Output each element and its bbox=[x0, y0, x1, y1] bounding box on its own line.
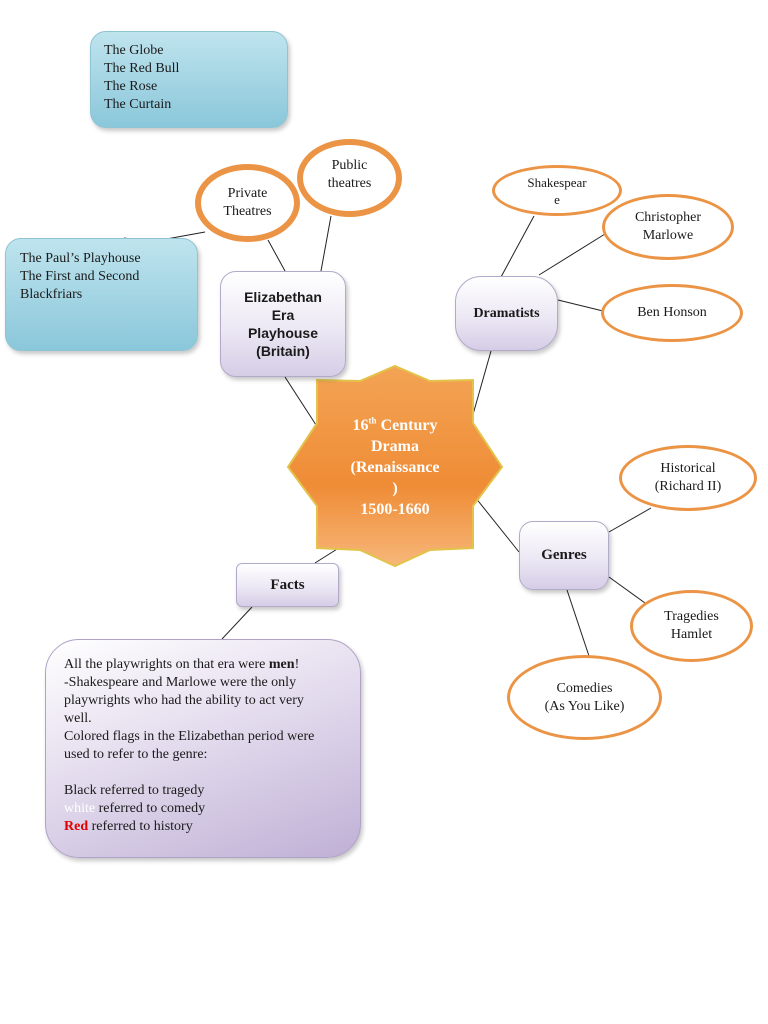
century-number: 16 bbox=[352, 417, 369, 434]
facts-line: -Shakespeare and Marlowe were the only bbox=[64, 675, 297, 690]
theatre-item: The Paul’s Playhouse bbox=[20, 251, 141, 266]
node-label: Genres bbox=[541, 547, 587, 563]
connector-line bbox=[221, 606, 253, 640]
node-label: Facts bbox=[270, 576, 305, 593]
flag-white-line: white referred to comedy bbox=[64, 800, 342, 818]
facts-line: well. bbox=[64, 711, 92, 726]
genre-comedies: Comedies (As You Like) bbox=[507, 655, 662, 740]
facts-line: playwrights who had the ability to act v… bbox=[64, 693, 304, 708]
node-label-line: Shakespear bbox=[527, 174, 587, 190]
facts-node: Facts bbox=[236, 563, 339, 607]
central-star-shape bbox=[286, 364, 504, 568]
flag-red-rest: referred to history bbox=[88, 819, 193, 834]
genres-node: Genres bbox=[519, 521, 609, 590]
node-label-line: e bbox=[554, 191, 560, 207]
facts-line: Colored flags in the Elizabethan period … bbox=[64, 729, 315, 744]
central-topic-line: (Renaissance bbox=[350, 459, 440, 476]
theatre-item: The Curtain bbox=[104, 97, 172, 112]
node-label-line: Private bbox=[227, 186, 268, 201]
playhouse-node: Elizabethan Era Playhouse (Britain) bbox=[220, 271, 346, 377]
connector-line bbox=[557, 299, 604, 312]
facts-intro-end: ! bbox=[294, 657, 300, 672]
theatre-item: Blackfriars bbox=[20, 287, 83, 302]
connector-line bbox=[471, 350, 492, 419]
genre-tragedies: Tragedies Hamlet bbox=[630, 590, 753, 662]
node-label-line: Tragedies bbox=[664, 609, 719, 624]
central-topic: 16th Century Drama (Renaissance ) 1500-1… bbox=[330, 415, 460, 520]
facts-spacer bbox=[64, 764, 342, 782]
node-label-line: Era bbox=[271, 307, 295, 323]
connector-line bbox=[566, 589, 590, 657]
connector-line bbox=[500, 215, 535, 278]
theatre-item: The First and Second bbox=[20, 269, 140, 284]
theatre-item: The Rose bbox=[104, 79, 158, 94]
flag-red-line: Red referred to history bbox=[64, 818, 342, 836]
facts-intro-bold: men bbox=[268, 657, 295, 672]
node-label-line: (Britain) bbox=[256, 343, 310, 359]
node-label: Dramatists bbox=[473, 305, 540, 321]
node-label-line: Elizabethan bbox=[244, 289, 322, 305]
connector-line bbox=[608, 507, 652, 533]
facts-text-box: All the playwrights on that era were men… bbox=[45, 639, 361, 858]
node-label-line: Historical bbox=[660, 461, 716, 476]
flag-black-line: Black referred to tragedy bbox=[64, 783, 205, 798]
flag-white-rest: referred to comedy bbox=[95, 801, 206, 816]
century-suffix: th bbox=[368, 415, 377, 426]
dramatist-shakespeare: Shakespear e bbox=[492, 165, 622, 216]
facts-intro: All the playwrights on that era were bbox=[64, 657, 269, 672]
flag-white-word: white bbox=[64, 801, 96, 816]
private-theatres-list-box: The Paul’s Playhouse The First and Secon… bbox=[5, 238, 198, 351]
node-label-line: (As You Like) bbox=[544, 698, 625, 714]
dramatists-node: Dramatists bbox=[455, 276, 558, 351]
central-topic-line: 1500-1660 bbox=[360, 501, 430, 518]
node-label-line: Theatres bbox=[223, 204, 272, 219]
genre-historical: Historical (Richard II) bbox=[619, 445, 757, 511]
century-word: Century bbox=[376, 417, 438, 434]
facts-line: used to refer to the genre: bbox=[64, 747, 208, 762]
connector-line bbox=[284, 376, 319, 429]
public-theatres-list-box: The Globe The Red Bull The Rose The Curt… bbox=[90, 31, 288, 128]
private-theatres-node: Private Theatres bbox=[195, 164, 300, 242]
dramatist-marlowe: Christopher Marlowe bbox=[602, 194, 734, 260]
node-label-line: Ben Honson bbox=[637, 305, 707, 320]
public-theatres-node: Public theatres bbox=[297, 139, 402, 217]
connector-line bbox=[320, 215, 332, 272]
connector-line bbox=[474, 496, 520, 553]
connector-line bbox=[538, 233, 606, 276]
central-topic-line: Drama bbox=[371, 438, 419, 455]
node-label-line: (Richard II) bbox=[654, 479, 722, 494]
node-label-line: Public bbox=[331, 158, 368, 173]
connector-line bbox=[608, 576, 646, 604]
node-label-line: Playhouse bbox=[247, 325, 318, 341]
flag-red-word: Red bbox=[64, 819, 89, 834]
dramatist-ben-honson: Ben Honson bbox=[601, 284, 743, 342]
connector-line bbox=[267, 239, 286, 272]
facts-line: All the playwrights on that era were men… bbox=[64, 656, 342, 674]
node-label-line: Christopher bbox=[634, 210, 702, 225]
node-label-line: Comedies bbox=[556, 680, 613, 696]
node-label-line: Marlowe bbox=[642, 228, 694, 243]
theatre-item: The Red Bull bbox=[104, 61, 180, 76]
central-topic-line: ) bbox=[392, 480, 398, 497]
theatre-item: The Globe bbox=[104, 43, 164, 58]
node-label-line: Hamlet bbox=[670, 627, 713, 642]
node-label-line: theatres bbox=[327, 176, 372, 191]
